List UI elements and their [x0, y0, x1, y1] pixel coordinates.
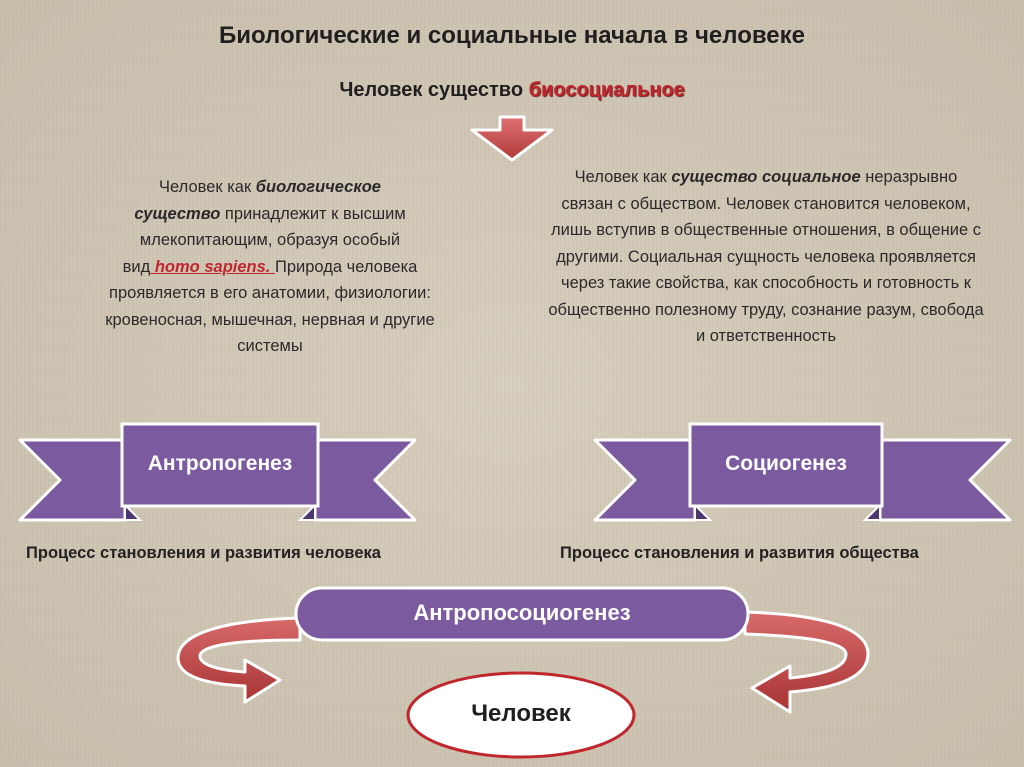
- subtitle-prefix: Человек существо: [339, 79, 524, 101]
- right-text-prefix: Человек как: [574, 168, 667, 186]
- person-ellipse: [406, 671, 636, 759]
- left-text-line3: млекопитающим, образуя особый: [139, 231, 401, 249]
- left-text-priroda: Природа: [274, 257, 343, 276]
- slide-title: Биологические и социальные начала в чело…: [218, 22, 806, 49]
- left-text-line1: Человек как: [159, 178, 252, 196]
- social-description: Человек как существо социальное неразрыв…: [548, 164, 984, 350]
- species-name: homo sapiens.: [150, 257, 275, 276]
- right-text-rest: неразрывно связан с обществом. Человек с…: [548, 168, 984, 345]
- pill-shape: [294, 586, 750, 642]
- ribbon-right-shape: [593, 422, 1012, 522]
- pill-label: Антропосоциогенез: [413, 600, 631, 625]
- left-text-bold1: биологическое: [255, 178, 381, 196]
- left-text-bold2: существо: [134, 204, 221, 223]
- down-arrow-icon: [470, 115, 554, 162]
- person-label: Человек: [471, 700, 571, 727]
- left-text-line2: принадлежит к высшим: [224, 204, 406, 223]
- left-text-vid: вид: [122, 257, 151, 276]
- left-text-rest: человека проявляется в его анатомии, физ…: [105, 257, 435, 356]
- ribbon-right-label: Социогенез: [725, 452, 847, 475]
- curved-arrow-left-icon: [176, 616, 302, 704]
- slide-subtitle: Человек существо биосоциальное: [0, 79, 1024, 102]
- subtitle-accent: биосоциальное: [528, 79, 685, 101]
- caption-anthropogenesis: Процесс становления и развития человека: [26, 544, 381, 562]
- right-text-bold: существо социальное: [671, 168, 861, 186]
- curved-arrow-right-icon: [743, 610, 870, 714]
- biological-description: Человек как биологическое существо прина…: [80, 174, 460, 360]
- ribbon-left-shape: [18, 422, 417, 522]
- caption-sociogenesis: Процесс становления и развития общества: [560, 544, 919, 562]
- ribbon-left-label: Антропогенез: [147, 452, 293, 475]
